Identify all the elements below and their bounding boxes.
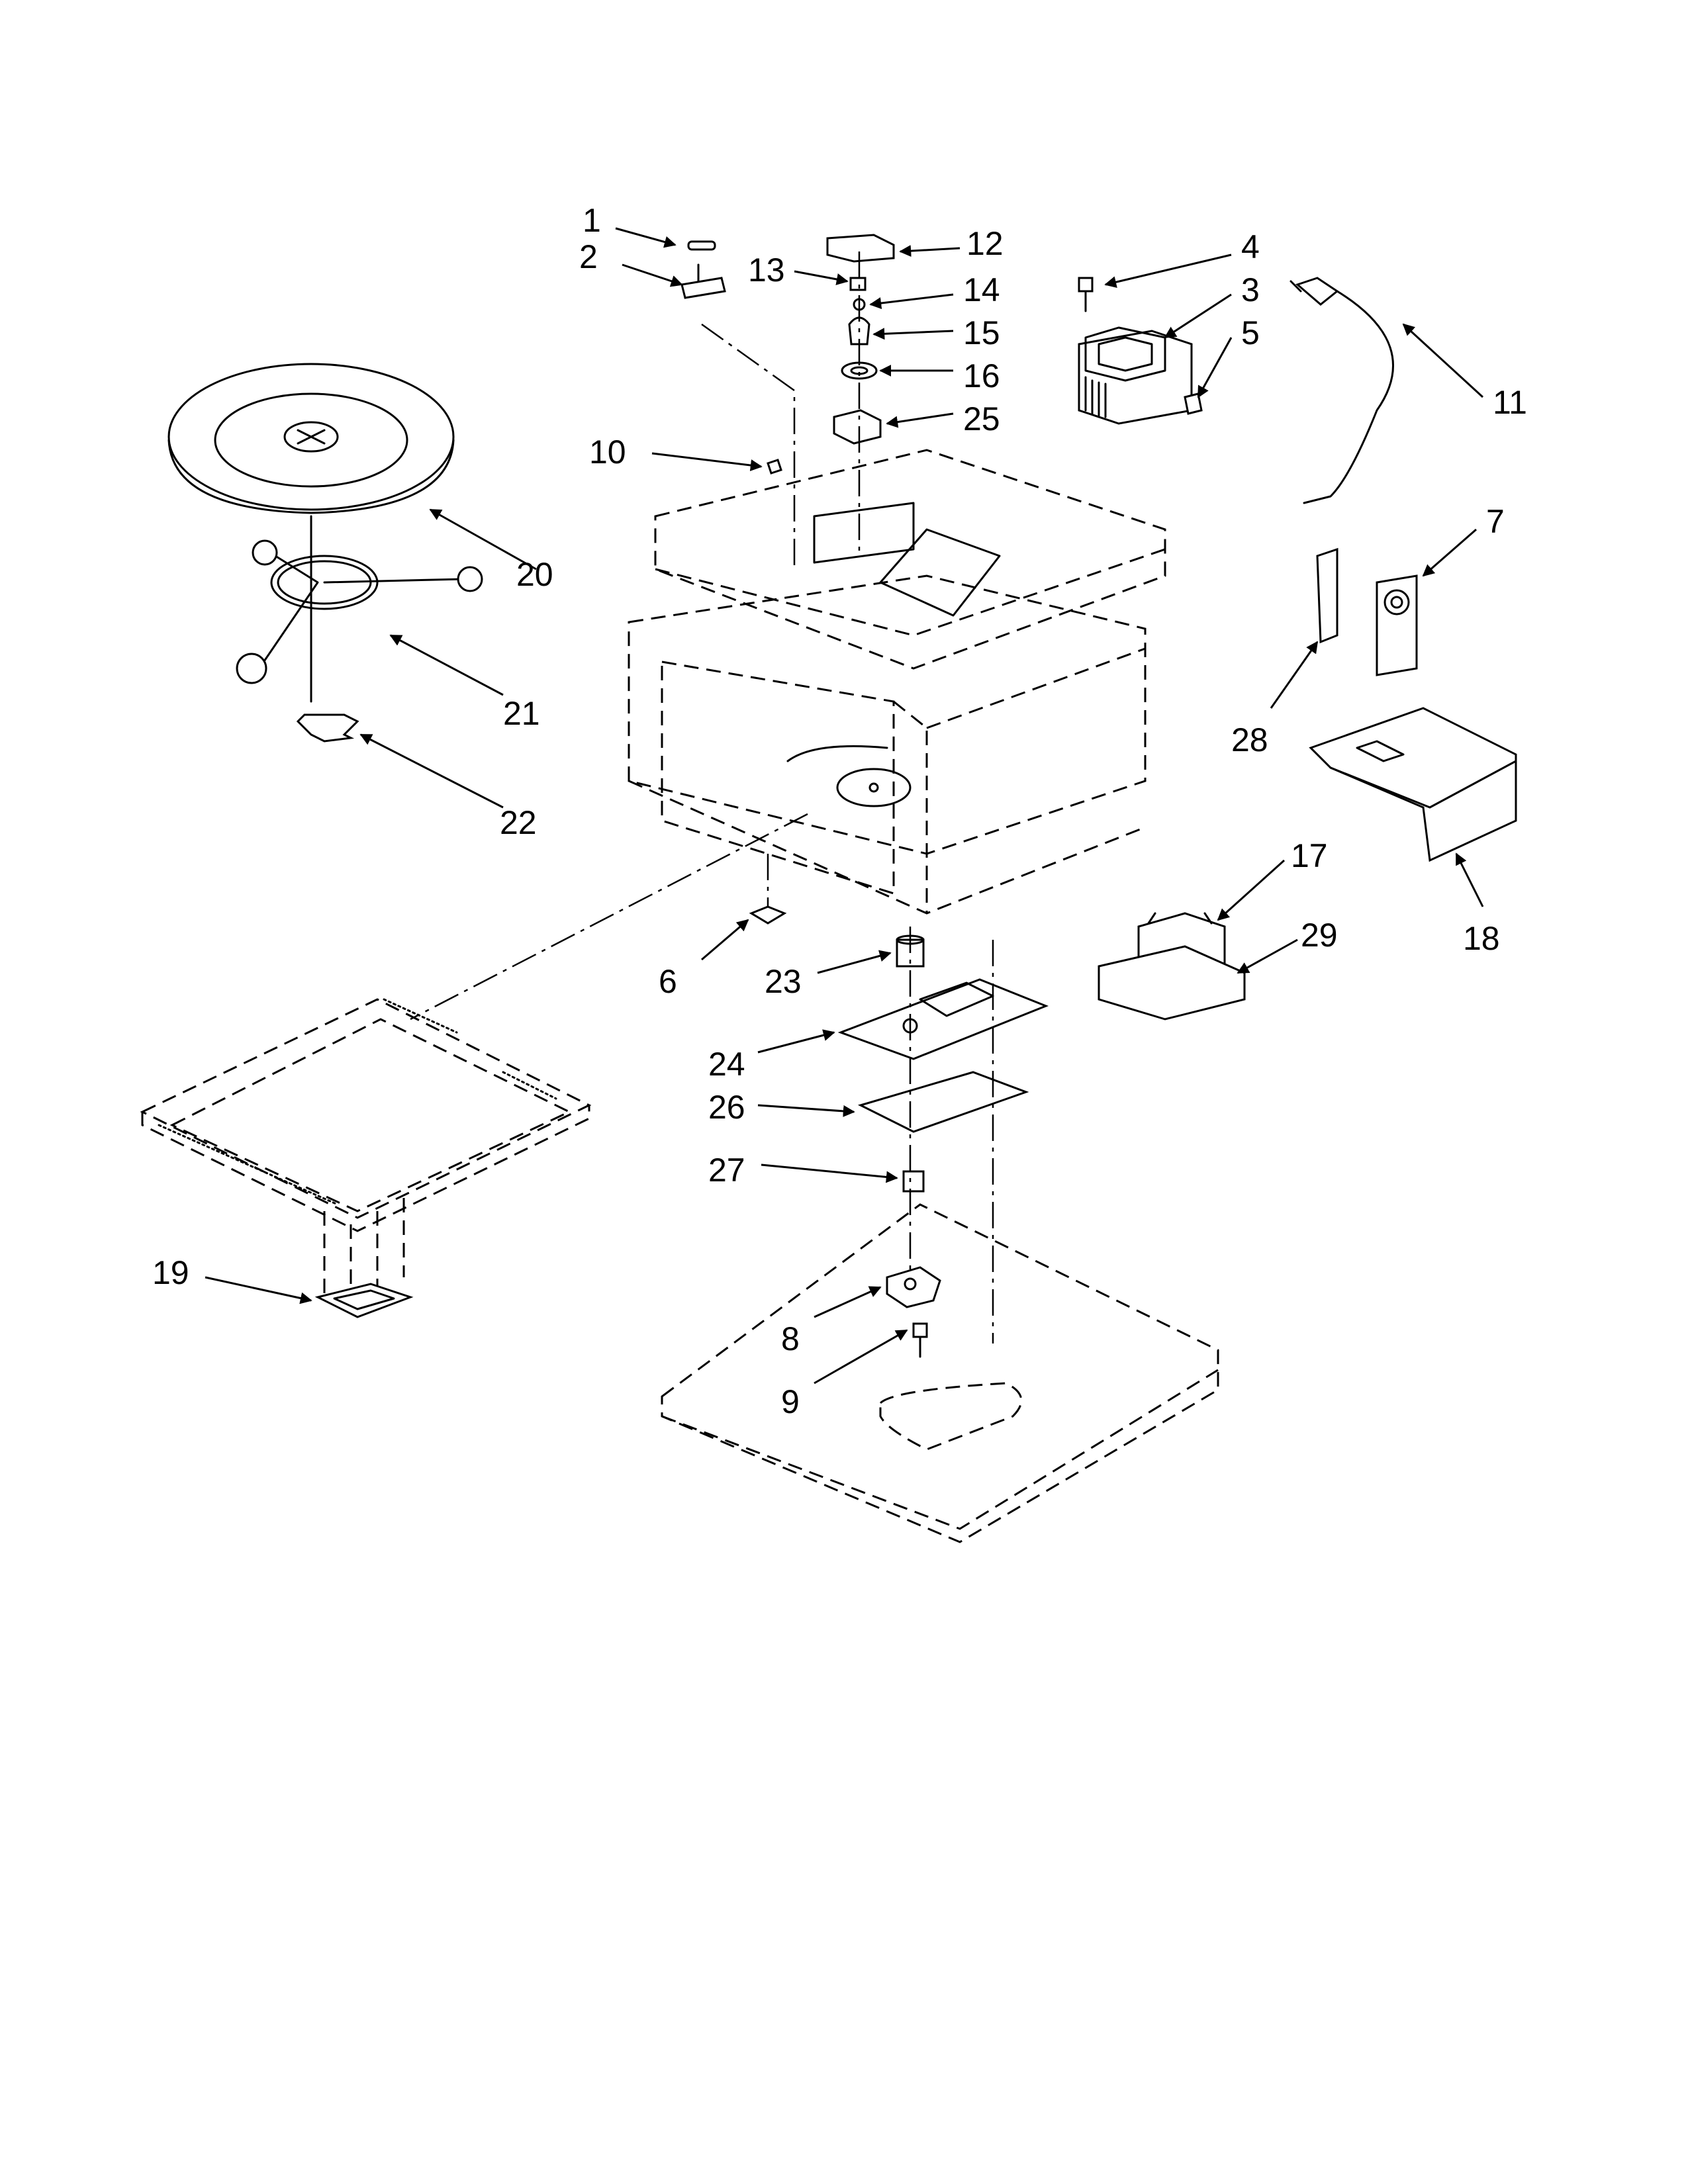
part-20-glass-tray [167, 363, 455, 514]
label-part-11: 11 [1493, 384, 1527, 421]
label-part-3: 3 [1241, 271, 1260, 308]
label-part-9: 9 [781, 1383, 800, 1420]
part-26-insulator [857, 1071, 1029, 1133]
leader-lines [205, 227, 1484, 1385]
part-11-power-cord [1289, 277, 1394, 504]
base-plate [661, 1203, 1219, 1543]
label-part-1: 1 [583, 202, 601, 239]
floor-shelf [140, 998, 592, 1232]
label-part-22: 22 [500, 804, 537, 841]
label-part-17: 17 [1291, 837, 1328, 874]
part-13-stirrer-cap [849, 277, 867, 291]
part-9-screw [912, 1322, 928, 1358]
part-12-bracket [826, 234, 895, 263]
part-10-clip [767, 459, 782, 475]
part-29-board [1098, 945, 1246, 1021]
part-6-thermostat [749, 905, 787, 925]
part-25-socket [833, 409, 882, 445]
label-part-26: 26 [708, 1089, 745, 1126]
label-part-16: 16 [963, 357, 1000, 394]
label-part-15: 15 [963, 314, 1000, 351]
part-8-motor [886, 1266, 941, 1308]
label-part-4: 4 [1241, 228, 1260, 265]
part-labels: 1 2 3 4 5 6 7 8 9 10 11 12 13 14 15 16 1… [152, 202, 1527, 1420]
part-18-cover [1309, 707, 1517, 862]
part-22-coupler [296, 713, 359, 743]
label-part-6: 6 [659, 963, 677, 1000]
label-part-5: 5 [1241, 314, 1260, 351]
part-7-terminal-block [1376, 574, 1418, 676]
label-part-19: 19 [152, 1254, 189, 1291]
cover-panel [813, 502, 1001, 617]
label-part-2: 2 [579, 238, 598, 275]
label-part-23: 23 [765, 963, 802, 1000]
part-28-bracket [1316, 547, 1338, 644]
label-part-28: 28 [1231, 721, 1268, 758]
label-part-10: 10 [589, 433, 626, 471]
part-2-fuse-holder [680, 263, 726, 299]
label-part-8: 8 [781, 1320, 800, 1357]
label-part-13: 13 [748, 251, 785, 289]
label-part-12: 12 [966, 225, 1004, 262]
label-part-25: 25 [963, 400, 1000, 437]
label-part-14: 14 [963, 271, 1000, 308]
part-19-stand [314, 1198, 414, 1318]
part-4-screw [1078, 277, 1094, 312]
label-part-20: 20 [516, 556, 553, 593]
part-27-bushing [902, 1170, 925, 1193]
label-part-29: 29 [1301, 917, 1338, 954]
label-part-7: 7 [1486, 503, 1505, 540]
part-24-plate [837, 978, 1049, 1060]
part-3-transformer [1078, 326, 1193, 425]
label-part-24: 24 [708, 1046, 745, 1083]
cabinet-body [628, 574, 1147, 915]
part-21-roller-ring [236, 515, 483, 703]
part-5-clip [1184, 392, 1203, 415]
label-part-27: 27 [708, 1152, 745, 1189]
part-1-fuse [687, 240, 716, 251]
cavity-floor-disc [786, 745, 912, 807]
cabinet-top-panel [654, 449, 1166, 670]
label-part-21: 21 [503, 695, 540, 732]
label-part-18: 18 [1463, 920, 1500, 957]
